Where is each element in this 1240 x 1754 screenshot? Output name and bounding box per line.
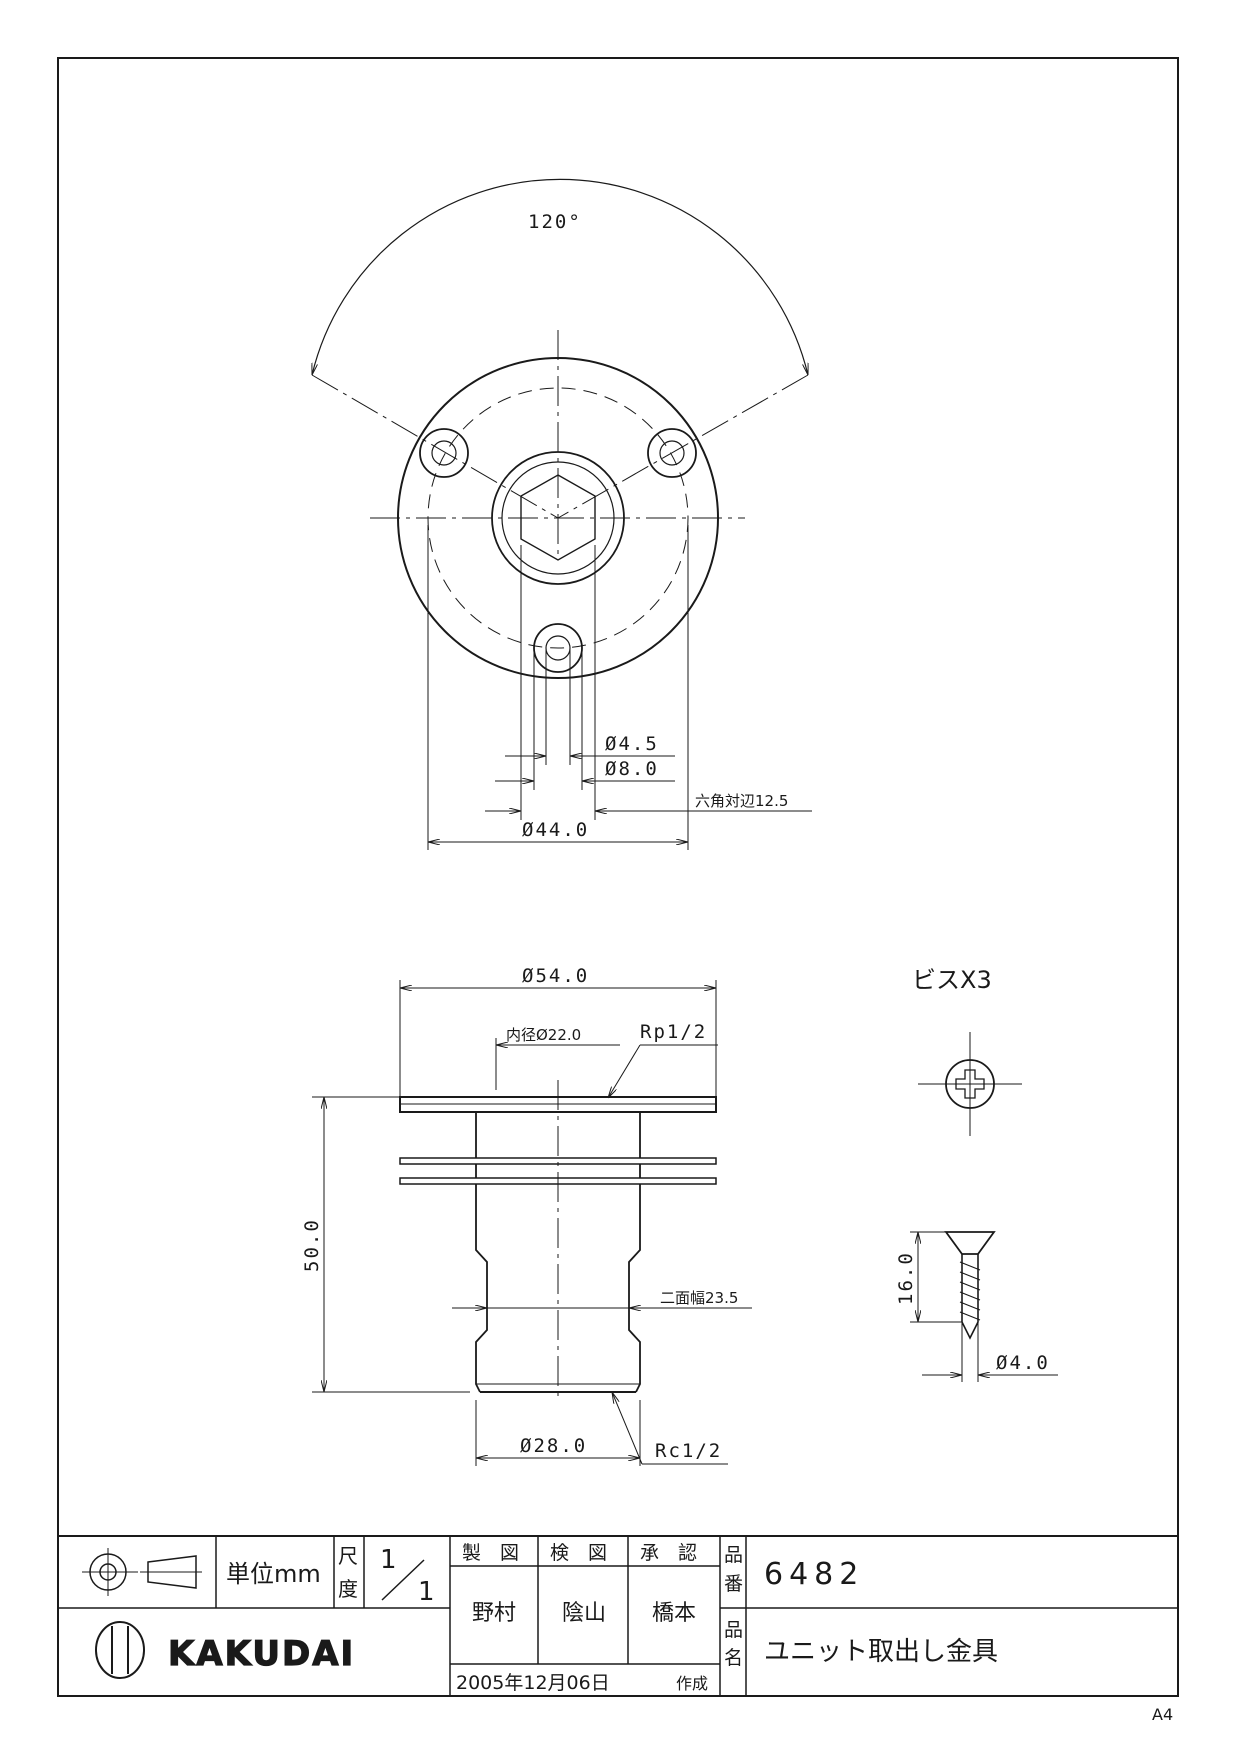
drawing-border — [57, 57, 1179, 1697]
screw-thread — [959, 1261, 981, 1321]
angle-arc — [312, 178, 808, 375]
centerline-right — [557, 374, 809, 519]
title-block: 単位mm 尺 度 1 1 製 図 検 図 承 認 野村 陰山 橋本 2005年1… — [58, 1535, 1178, 1724]
centerline-left — [311, 374, 559, 519]
screw-hole-right-inner — [659, 440, 685, 466]
phillips-cross-icon — [955, 1069, 985, 1099]
height-label: 50.0 — [301, 1218, 323, 1272]
screw-length-label: 16.0 — [895, 1251, 917, 1305]
part-name-caption-2: 名 — [724, 1647, 743, 1669]
part-name: ユニット取出し金具 — [764, 1637, 998, 1667]
outer-dia-label: Ø54.0 — [522, 965, 589, 987]
created-label: 作成 — [676, 1674, 708, 1693]
side-view: Ø54.0 内径Ø22.0 Rp1/2 50.0 二面幅23.5 Ø28.0 R… — [301, 965, 752, 1466]
screw-hole-left-inner — [431, 440, 457, 466]
screw-head-side — [944, 1231, 996, 1255]
kakudai-logo: KAKUDAI — [95, 1621, 355, 1679]
pcd-label: Ø44.0 — [522, 819, 589, 841]
screw-detail: ビスX3 16.0 Ø4.0 — [895, 966, 1058, 1382]
date-label: 2005年12月06日 — [456, 1672, 610, 1694]
thread-bottom-label: Rc1/2 — [655, 1440, 722, 1462]
screw-label: ビスX3 — [912, 966, 992, 994]
col-drawn: 製 図 — [462, 1542, 519, 1564]
scale-numerator: 1 — [380, 1545, 397, 1575]
screw-hole-left-outer — [419, 428, 469, 478]
screw-dia-label: Ø4.0 — [996, 1352, 1050, 1374]
counterbore-dia-label: Ø8.0 — [605, 758, 659, 780]
paper-size-label: A4 — [1152, 1705, 1173, 1724]
scale-caption-1: 尺 — [338, 1544, 358, 1568]
name-checked: 陰山 — [562, 1601, 606, 1626]
part-no-caption-2: 番 — [724, 1573, 743, 1595]
screw-hole-right-outer — [647, 428, 697, 478]
hex-label: 六角対辺12.5 — [695, 792, 788, 810]
unit-label: 単位mm — [226, 1560, 321, 1588]
name-drawn: 野村 — [472, 1601, 516, 1626]
part-name-caption-1: 品 — [724, 1619, 743, 1641]
part-number: 6482 — [764, 1557, 864, 1592]
name-approved: 橋本 — [652, 1601, 696, 1626]
body-outline-left — [475, 1112, 488, 1393]
bottom-dia-label: Ø28.0 — [520, 1435, 587, 1457]
part-no-caption-1: 品 — [724, 1544, 743, 1566]
flat-width-label: 二面幅23.5 — [660, 1289, 738, 1307]
scale-denominator: 1 — [418, 1577, 435, 1607]
col-checked: 検 図 — [550, 1542, 607, 1564]
thread-top-label: Rp1/2 — [640, 1021, 707, 1043]
scale-caption-2: 度 — [338, 1577, 358, 1601]
angle-label: 120° — [528, 211, 582, 233]
third-angle-projection-icon — [82, 1548, 202, 1596]
hole-dia-label: Ø4.5 — [605, 733, 659, 755]
top-view: 120° Ø4.5 — [311, 178, 812, 850]
company-name: KAKUDAI — [168, 1634, 355, 1674]
inner-dia-label: 内径Ø22.0 — [506, 1026, 581, 1044]
body-outline-right — [628, 1112, 641, 1393]
col-approved: 承 認 — [640, 1542, 697, 1564]
